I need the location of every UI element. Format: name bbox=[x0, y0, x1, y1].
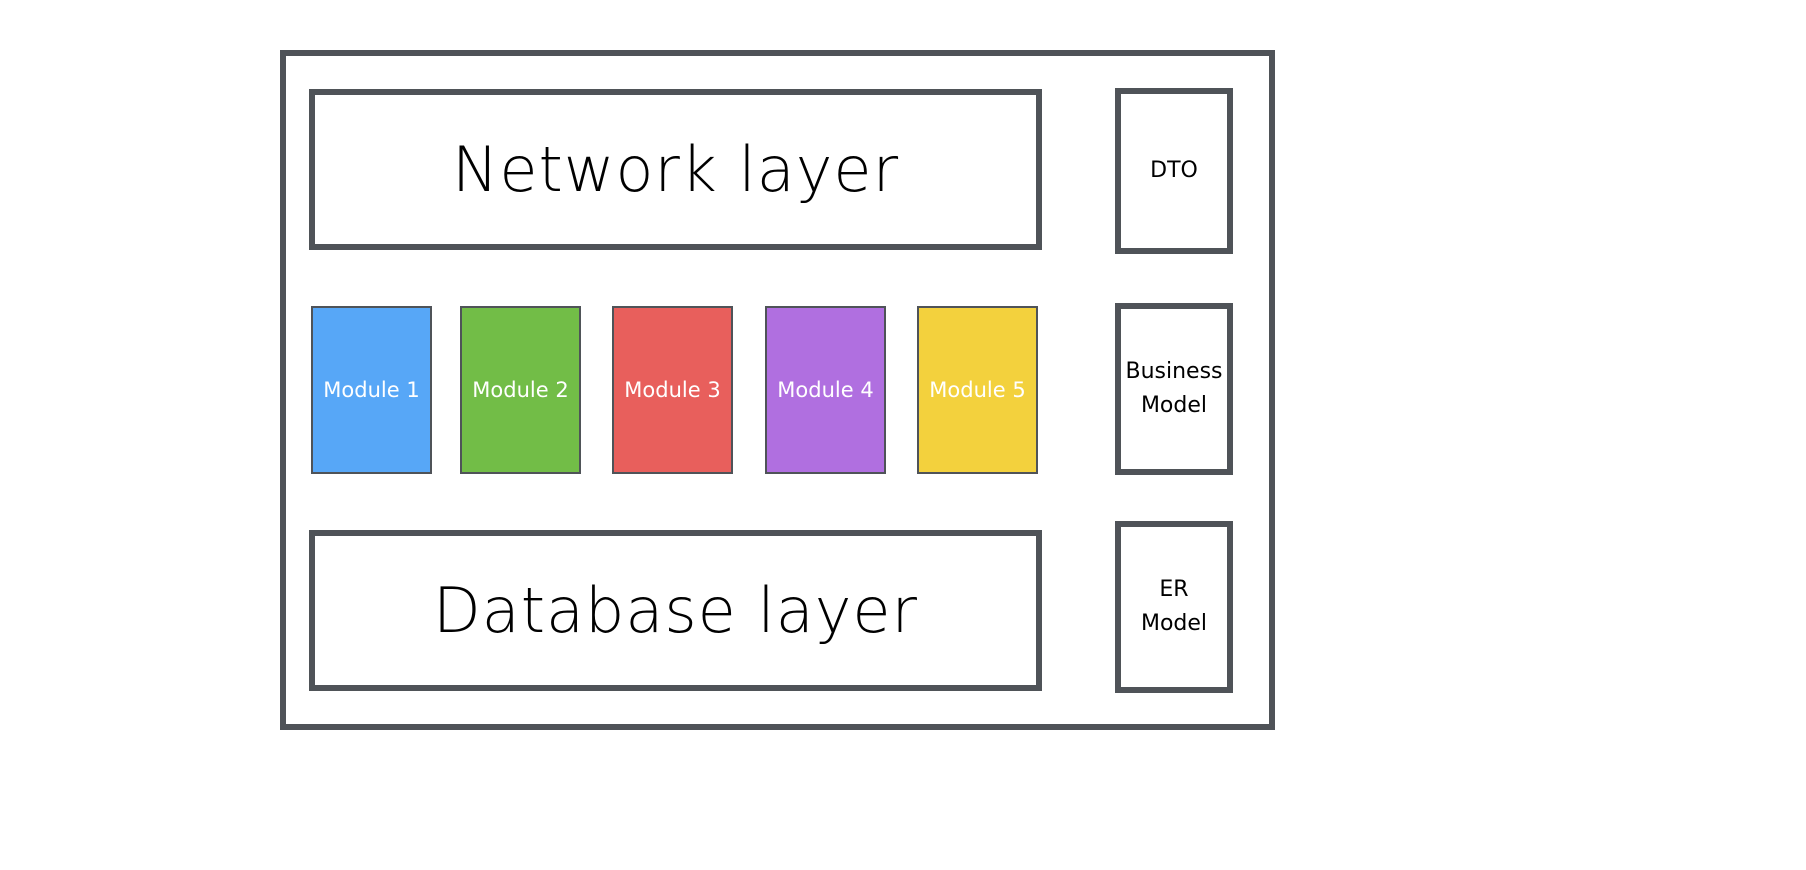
dto-label: DTO bbox=[1150, 158, 1198, 183]
network-layer-box: Network layer bbox=[309, 89, 1042, 250]
network-layer-label: Network layer bbox=[451, 133, 900, 206]
database-layer-box: Database layer bbox=[309, 530, 1042, 691]
database-layer-label: Database layer bbox=[432, 574, 919, 647]
module-4-label: Module 4 bbox=[777, 378, 874, 402]
er-model-label: ER Model bbox=[1140, 577, 1208, 636]
architecture-frame bbox=[280, 50, 1275, 730]
module-4-box: Module 4 bbox=[765, 306, 886, 474]
module-2-box: Module 2 bbox=[460, 306, 581, 474]
module-3-label: Module 3 bbox=[624, 378, 721, 402]
module-2-label: Module 2 bbox=[472, 378, 569, 402]
module-5-label: Module 5 bbox=[929, 378, 1026, 402]
module-5-box: Module 5 bbox=[917, 306, 1038, 474]
dto-box: DTO bbox=[1115, 88, 1233, 254]
module-1-label: Module 1 bbox=[323, 378, 420, 402]
module-1-box: Module 1 bbox=[311, 306, 432, 474]
er-model-box: ER Model bbox=[1115, 521, 1233, 693]
business-model-label: Business Model bbox=[1125, 359, 1223, 418]
business-model-box: Business Model bbox=[1115, 303, 1233, 475]
module-3-box: Module 3 bbox=[612, 306, 733, 474]
